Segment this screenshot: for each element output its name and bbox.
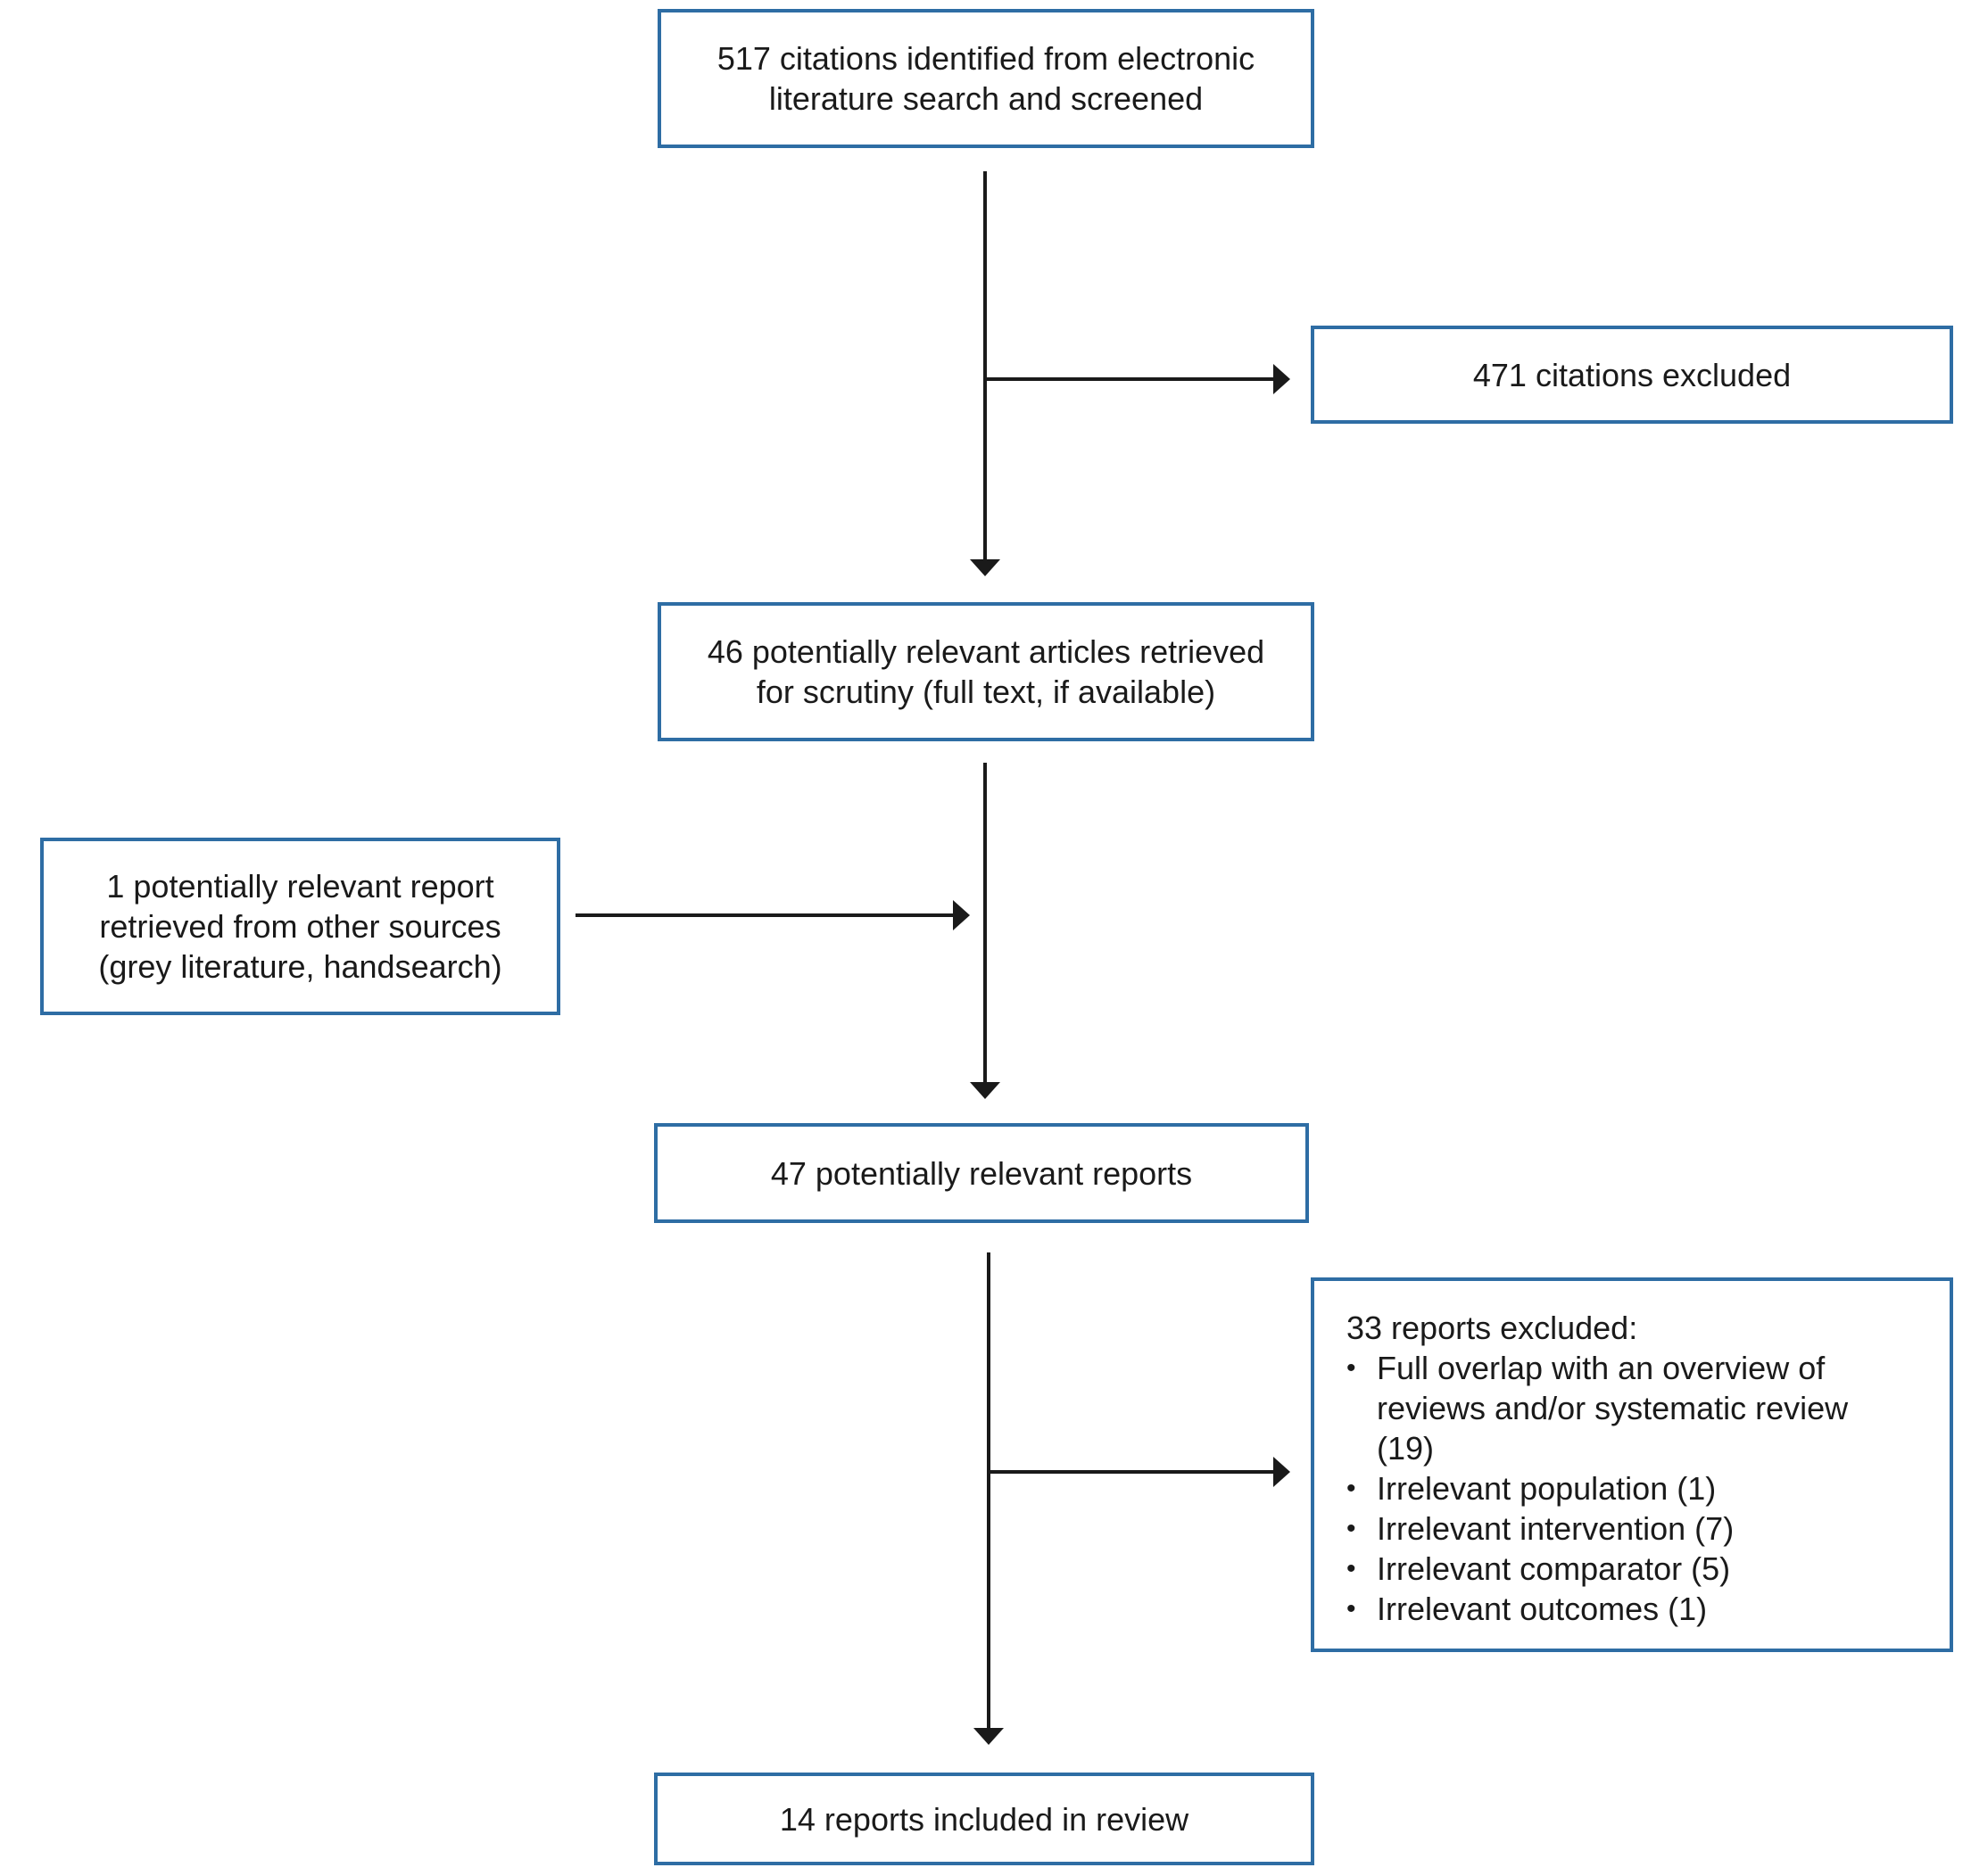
other-sources-box: 1 potentially relevant report retrieved … (40, 838, 560, 1015)
reason-text-line: (19) (1377, 1430, 1435, 1467)
box-text-line: for scrutiny (full text, if available) (756, 674, 1216, 710)
box-text-line: retrieved from other sources (99, 908, 501, 945)
box-text-line: literature search and screened (768, 80, 1204, 117)
exclusion-reason-item: Irrelevant population (1) (1346, 1468, 1848, 1508)
box-text-line: 471 citations excluded (1472, 356, 1792, 393)
potentially-relevant-reports-box: 47 potentially relevant reports (654, 1123, 1309, 1223)
reason-text-line: Irrelevant population (1) (1377, 1470, 1717, 1507)
box-text-line: 46 potentially relevant articles retriev… (707, 633, 1265, 670)
excluded-citations-box: 471 citations excluded (1311, 326, 1953, 424)
arrowhead-right-other-sources (953, 900, 970, 930)
reason-text-line: reviews and/or systematic review (1377, 1390, 1849, 1426)
exclusion-reason-item: Irrelevant outcomes (1) (1346, 1589, 1848, 1629)
box-text-line: 14 reports included in review (779, 1800, 1189, 1838)
exclusion-reason-item: Irrelevant intervention (7) (1346, 1508, 1848, 1549)
retrieved-articles-box: 46 potentially relevant articles retriev… (658, 602, 1314, 741)
identified-citations-box: 517 citations identified from electronic… (658, 9, 1314, 148)
arrowhead-right-excluded-citations (1273, 364, 1290, 394)
exclusion-reason-item: Irrelevant comparator (5) (1346, 1549, 1848, 1589)
reason-text-line: Irrelevant comparator (5) (1377, 1550, 1731, 1587)
arrowhead-down-included (973, 1728, 1004, 1745)
excluded-reports-heading: 33 reports excluded: (1346, 1310, 1638, 1346)
reason-text-line: Irrelevant intervention (7) (1377, 1510, 1735, 1547)
reason-text-line: Irrelevant outcomes (1) (1377, 1591, 1708, 1627)
exclusion-reasons-list: Full overlap with an overview of reviews… (1346, 1348, 1848, 1629)
included-reports-box: 14 reports included in review (654, 1773, 1314, 1865)
box-text-line: 1 potentially relevant report (106, 868, 494, 905)
arrowhead-down-retrieved (970, 559, 1000, 576)
reason-text-line: Full overlap with an overview of (1377, 1350, 1826, 1386)
arrowhead-down-potential (970, 1082, 1000, 1099)
box-text-line: 47 potentially relevant reports (770, 1154, 1193, 1192)
exclusion-reason-item: Full overlap with an overview of reviews… (1346, 1348, 1848, 1468)
box-text-line: 517 citations identified from electronic (716, 40, 1255, 77)
excluded-reports-box: 33 reports excluded: Full overlap with a… (1311, 1277, 1953, 1652)
box-text-line: (grey literature, handsearch) (98, 948, 502, 985)
arrowhead-right-excluded-reports (1273, 1457, 1290, 1487)
